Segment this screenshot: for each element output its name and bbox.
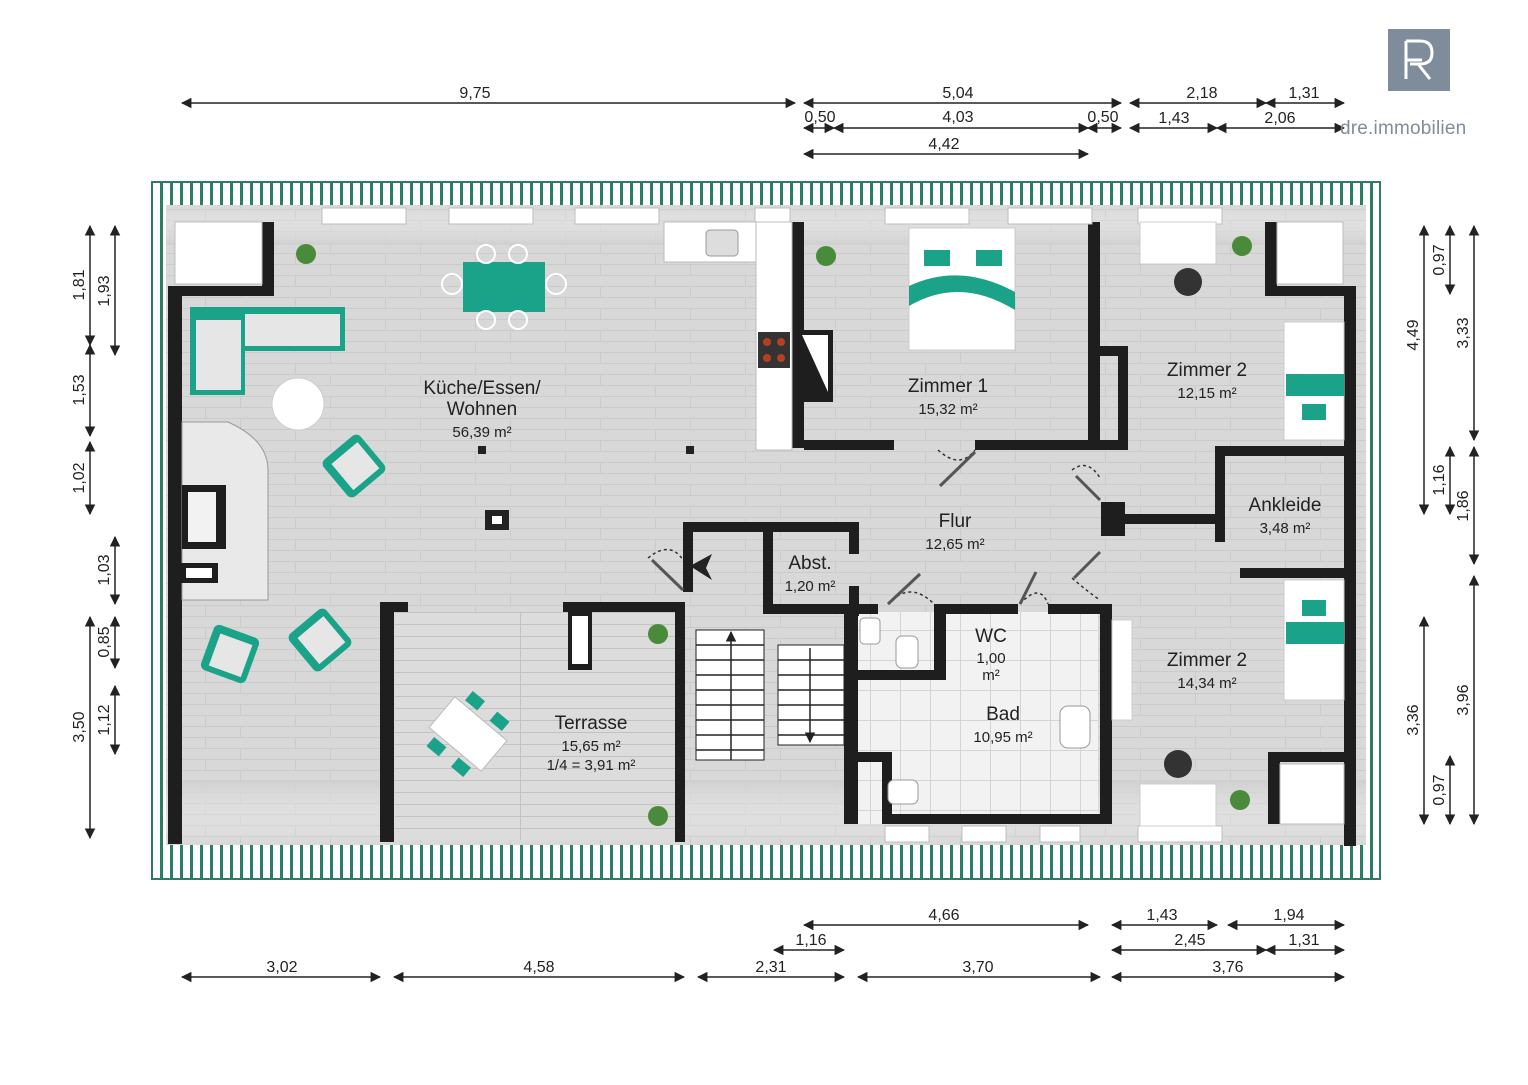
room-name-zimmer1: Zimmer 1 — [908, 376, 988, 397]
dim-right-label: 3,33 — [1455, 317, 1472, 348]
dim-left-label: 1,12 — [96, 704, 113, 735]
room-area-kueche: 56,39 m² — [452, 424, 511, 441]
dim-top-label: 1,31 — [1288, 85, 1319, 102]
room-area-terrasse: 15,65 m² — [561, 738, 620, 755]
room-name-abst: Abst. — [788, 553, 831, 574]
dim-bottom-label: 1,16 — [795, 932, 826, 949]
dim-bottom-label: 2,45 — [1174, 932, 1205, 949]
room-name-flur: Flur — [939, 511, 972, 532]
dimension-lines — [84, 97, 1480, 983]
room-area-wc: 1,00 — [976, 650, 1005, 667]
dim-bottom-label: 4,66 — [928, 907, 959, 924]
room-name-zimmer2b: Zimmer 2 — [1167, 650, 1247, 671]
room-area-abst: 1,20 m² — [785, 578, 836, 595]
dim-right-label: 3,96 — [1455, 684, 1472, 715]
room-name-kueche-line2: Wohnen — [447, 399, 517, 420]
room-name-wc: WC — [975, 626, 1007, 647]
room-area-ankleide: 3,48 m² — [1260, 520, 1311, 537]
dim-right-label: 1,86 — [1455, 490, 1472, 521]
dim-left-label: 1,02 — [71, 462, 88, 493]
dim-top-label: 2,06 — [1264, 110, 1295, 127]
room-name-zimmer2a: Zimmer 2 — [1167, 360, 1247, 381]
dim-left-label: 1,93 — [96, 275, 113, 306]
dim-left-label: 1,03 — [96, 554, 113, 585]
windows — [174, 207, 1345, 843]
dim-left-label: 1,81 — [71, 269, 88, 300]
dim-top-label: 1,43 — [1158, 110, 1189, 127]
bedroom-furniture — [908, 221, 1345, 827]
room-name-kueche: Küche/Essen/ — [423, 378, 541, 399]
room-name-ankleide: Ankleide — [1249, 495, 1322, 516]
room-labels: Küche/Essen/ Wohnen 56,39 m² Zimmer 1 15… — [423, 360, 1321, 774]
dim-bottom-label: 3,70 — [962, 959, 993, 976]
kitchen-counter — [663, 221, 833, 451]
dim-top-label: 0,50 — [804, 109, 835, 126]
dim-bottom-label: 2,31 — [755, 959, 786, 976]
room-name-bad: Bad — [986, 704, 1020, 725]
room-area-bad: 10,95 m² — [973, 729, 1032, 746]
room-area-zimmer2a: 12,15 m² — [1177, 385, 1236, 402]
dim-labels-top: 9,75 5,04 2,18 1,31 0,50 4,03 0,50 1,43 … — [459, 85, 1319, 153]
room-area-flur: 12,65 m² — [925, 536, 984, 553]
dim-top-label: 5,04 — [942, 85, 973, 102]
brand-logo — [1388, 29, 1450, 91]
living-furniture — [180, 236, 1252, 826]
dim-right-label: 0,97 — [1431, 244, 1448, 275]
dim-bottom-label: 3,76 — [1212, 959, 1243, 976]
dim-right-label: 0,97 — [1431, 774, 1448, 805]
dim-left-label: 3,50 — [71, 711, 88, 742]
staircase — [690, 554, 845, 761]
brand-name: dre.immobilien — [1340, 118, 1467, 139]
dim-top-label: 0,50 — [1087, 109, 1118, 126]
dim-top-label: 4,03 — [942, 109, 973, 126]
dim-left-label: 0,85 — [96, 626, 113, 657]
room-area-wc-unit: m² — [982, 667, 1000, 684]
room-area-terrasse-quarter: 1/4 = 3,91 m² — [547, 757, 636, 774]
bathroom-fixtures — [859, 617, 1091, 805]
dim-right-label: 1,16 — [1431, 464, 1448, 495]
dim-left-label: 1,53 — [71, 374, 88, 405]
dim-top-label: 9,75 — [459, 85, 490, 102]
dim-bottom-label: 3,02 — [266, 959, 297, 976]
dim-top-label: 2,18 — [1186, 85, 1217, 102]
brand-logo-mark — [1404, 39, 1434, 80]
dim-bottom-label: 1,43 — [1146, 907, 1177, 924]
dim-bottom-label: 4,58 — [523, 959, 554, 976]
dim-top-label: 4,42 — [928, 136, 959, 153]
dim-right-label: 3,36 — [1405, 704, 1422, 735]
dim-bottom-label: 1,31 — [1288, 932, 1319, 949]
dim-right-label: 4,49 — [1405, 319, 1422, 350]
room-area-zimmer1: 15,32 m² — [918, 401, 977, 418]
dim-labels-left: 1,81 1,93 1,53 1,02 1,03 0,85 1,12 3,50 — [71, 269, 113, 742]
terrace-table — [426, 690, 510, 778]
dim-labels-bottom: 4,66 1,43 1,94 1,16 2,45 1,31 3,02 4,58 … — [266, 907, 1319, 976]
dim-bottom-label: 1,94 — [1273, 907, 1304, 924]
room-name-terrasse: Terrasse — [555, 713, 628, 734]
dim-labels-right: 4,49 0,97 3,33 1,16 1,86 3,36 3,96 0,97 — [1405, 244, 1472, 805]
room-area-zimmer2b: 14,34 m² — [1177, 675, 1236, 692]
doors — [647, 449, 1101, 605]
door-leaves — [650, 450, 1102, 606]
